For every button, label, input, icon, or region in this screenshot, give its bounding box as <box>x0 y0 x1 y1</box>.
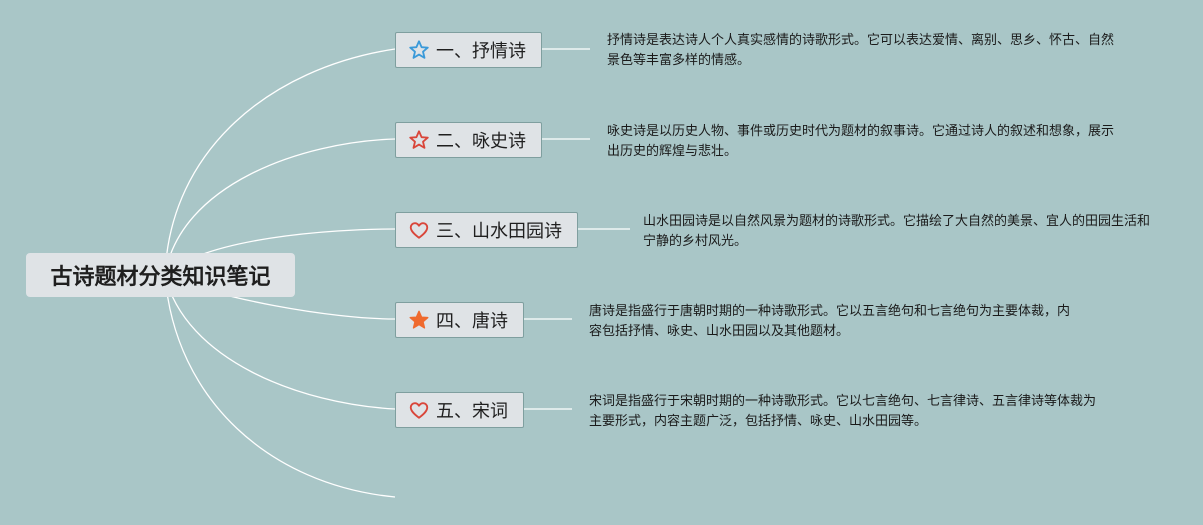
branch-label: 五、宋词 <box>436 401 508 422</box>
root-topic-label: 古诗题材分类知识笔记 <box>50 265 271 290</box>
heart-outline-icon <box>408 219 430 241</box>
description-lyric-poetry[interactable]: 抒情诗是表达诗人个人真实感情的诗歌形式。它可以表达爱情、离别、思乡、怀古、自然景… <box>607 33 1115 68</box>
branch-tang-poetry[interactable]: 四、唐诗 <box>395 302 524 338</box>
description-historical-poetry[interactable]: 咏史诗是以历史人物、事件或历史时代为题材的叙事诗。它通过诗人的叙述和想象，展示出… <box>607 124 1115 159</box>
branch-label: 三、山水田园诗 <box>436 221 562 242</box>
branch-song-ci[interactable]: 五、宋词 <box>395 392 524 428</box>
connector-root-to-branch-5 <box>164 274 396 410</box>
description-song-ci[interactable]: 宋词是指盛行于宋朝时期的一种诗歌形式。它以七言绝句、七言律诗、五言律诗等体裁为主… <box>589 394 1097 429</box>
star-outline-icon <box>408 39 430 61</box>
branch-landscape-poetry[interactable]: 三、山水田园诗 <box>395 212 578 248</box>
heart-outline-icon <box>408 399 430 421</box>
branch-lyric-poetry[interactable]: 一、抒情诗 <box>395 32 542 68</box>
star-filled-icon <box>408 309 430 331</box>
branch-historical-poetry[interactable]: 二、咏史诗 <box>395 122 542 158</box>
connector-root-extra <box>164 274 396 498</box>
description-tang-poetry[interactable]: 唐诗是指盛行于唐朝时期的一种诗歌形式。它以五言绝句和七言绝句为主要体裁，内容包括… <box>589 304 1071 339</box>
star-outline-icon <box>408 129 430 151</box>
root-topic[interactable]: 古诗题材分类知识笔记 <box>26 253 295 297</box>
connector-root-to-branch-1 <box>164 48 396 276</box>
description-landscape-poetry[interactable]: 山水田园诗是以自然风景为题材的诗歌形式。它描绘了大自然的美景、宜人的田园生活和宁… <box>643 214 1151 249</box>
branch-label: 一、抒情诗 <box>436 41 526 62</box>
branch-label: 四、唐诗 <box>436 311 508 332</box>
branch-label: 二、咏史诗 <box>436 131 526 152</box>
connector-root-to-branch-2 <box>164 138 396 276</box>
